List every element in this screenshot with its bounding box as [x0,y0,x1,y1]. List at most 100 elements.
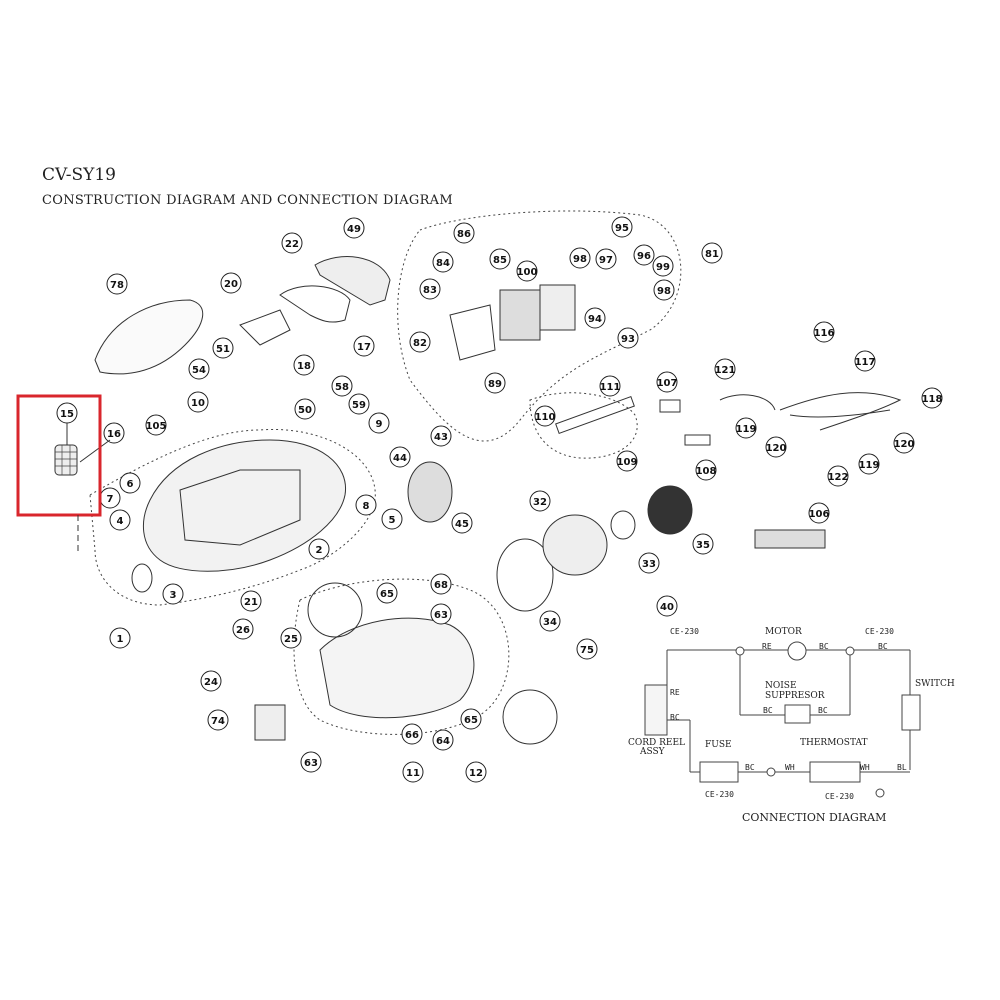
part-tube-109 [555,395,635,435]
part-main-body [142,439,347,572]
part-tool-108 [684,434,711,446]
callout: 9 [368,412,390,434]
callout: 98 [653,279,675,301]
callout-layer: 1 2 3 4 6 7 5 8 9 10 11 12 15 16 17 18 2… [56,216,943,783]
callout: 64 [432,729,454,751]
svg-text:22: 22 [285,239,299,250]
noise-suppressor-block [784,704,811,724]
svg-text:32: 32 [533,497,547,508]
wire-label: BC [819,642,829,651]
wire-label: RE [762,642,772,651]
part-filter-35 [647,485,693,535]
callout: 51 [212,337,234,359]
callout: 34 [539,610,561,632]
svg-text:34: 34 [543,617,557,628]
part-body-inner [179,469,301,546]
callout: 93 [617,327,639,349]
svg-text:65: 65 [464,715,478,726]
terminal-label: CE-230 [865,627,894,636]
callout: 15 [56,402,78,424]
svg-text:33: 33 [642,559,656,570]
wire-label: RE [670,688,680,697]
label-switch: SWITCH [915,679,955,689]
svg-text:18: 18 [297,361,311,372]
svg-text:64: 64 [436,736,450,747]
callout: 26 [232,618,254,640]
model-title: CV-SY19 [42,165,116,185]
callout: 82 [409,331,431,353]
part-handle-17 [279,285,351,323]
switch-block [901,694,921,731]
callout: 120 [893,432,915,454]
terminal-node [845,646,855,656]
svg-text:15: 15 [60,409,74,420]
wire-label: BC [763,706,773,715]
svg-text:43: 43 [434,432,448,443]
callout: 44 [389,446,411,468]
svg-text:75: 75 [580,645,594,656]
svg-text:63: 63 [304,758,318,769]
svg-text:119: 119 [859,460,880,471]
svg-text:120: 120 [894,439,915,450]
callout: 121 [714,358,736,380]
thermostat-block [809,761,861,783]
svg-text:6: 6 [127,479,134,490]
callout: 119 [735,417,757,439]
svg-text:107: 107 [657,378,678,389]
callout: 63 [430,603,452,625]
part-wheel-65-bottom [502,689,558,745]
callout: 10 [187,391,209,413]
callout: 12 [465,761,487,783]
terminal-label: CE-230 [825,792,854,801]
callout: 83 [419,278,441,300]
callout: 18 [293,354,315,376]
terminal-node [766,767,776,777]
exploded-parts-drawing [89,210,902,745]
group-outline-base [293,578,510,735]
svg-text:81: 81 [705,249,719,260]
svg-text:86: 86 [457,229,471,240]
callout: 54 [188,358,210,380]
part-hose-flex [789,409,891,418]
svg-text:68: 68 [434,580,448,591]
callout: 45 [451,512,473,534]
diagram-subtitle: CONSTRUCTION DIAGRAM AND CONNECTION DIAG… [42,193,453,208]
callout: 68 [430,573,452,595]
callout: 84 [432,251,454,273]
wire-label: BC [745,763,755,772]
callout: 43 [430,425,452,447]
svg-text:9: 9 [376,419,383,430]
callout: 16 [103,422,125,444]
callout: 86 [453,222,475,244]
callout: 20 [220,272,242,294]
part-floor-nozzle-106 [754,529,826,549]
callout: 89 [484,372,506,394]
terminal-label: CE-230 [670,627,699,636]
svg-text:2: 2 [316,545,323,556]
label-motor: MOTOR [765,627,802,637]
svg-text:94: 94 [588,314,602,325]
svg-text:120: 120 [766,443,787,454]
svg-text:83: 83 [423,285,437,296]
part-motor-32 [542,514,608,576]
svg-text:85: 85 [493,255,507,266]
callout: 63 [300,751,322,773]
svg-text:59: 59 [352,400,366,411]
svg-text:65: 65 [380,589,394,600]
svg-text:119: 119 [736,424,757,435]
connection-diagram [644,641,921,798]
callout: 120 [765,436,787,458]
svg-text:82: 82 [413,338,427,349]
svg-text:121: 121 [715,365,736,376]
callout: 116 [813,321,835,343]
svg-text:7: 7 [107,494,114,505]
callout: 105 [145,414,167,436]
callout: 74 [207,709,229,731]
svg-text:78: 78 [110,280,124,291]
callout: 110 [534,405,556,427]
part-lid-20 [239,309,291,346]
callout: 35 [692,533,714,555]
callout: 3 [162,583,184,605]
